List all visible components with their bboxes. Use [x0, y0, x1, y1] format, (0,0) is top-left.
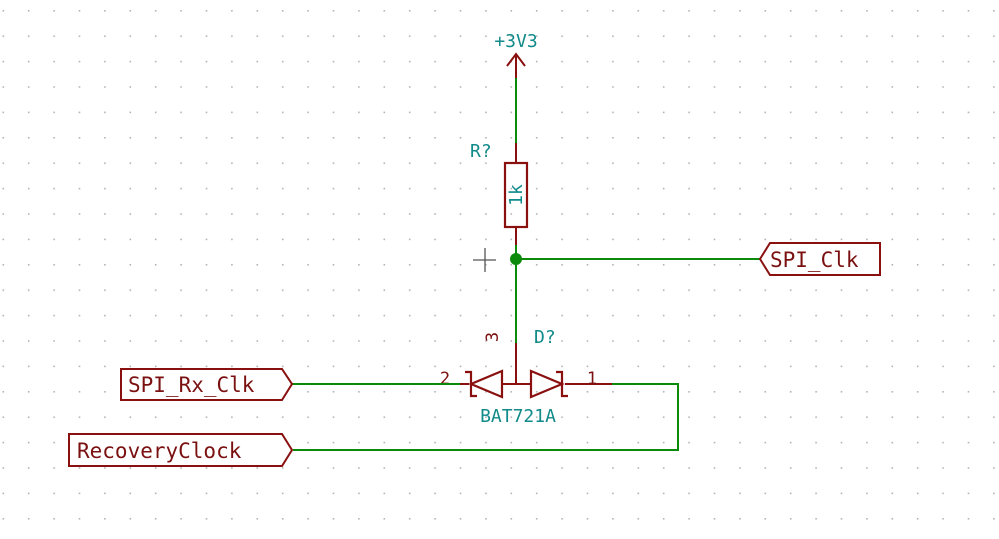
label-spi-rx-clk-text: SPI_Rx_Clk: [128, 373, 255, 397]
label-spi-rx-clk[interactable]: SPI_Rx_Clk: [120, 368, 294, 401]
diode-right-cathode-bar: [556, 370, 568, 398]
resistor-ref: R?: [470, 141, 492, 162]
resistor-r[interactable]: R? 1k: [470, 141, 529, 245]
label-recovery-clock-text: RecoveryClock: [77, 439, 242, 463]
power-symbol-3v3[interactable]: +3V3: [494, 31, 538, 78]
crosshair-cursor-icon: [473, 248, 496, 272]
diode-d[interactable]: D? BAT721A 2 1 3: [440, 327, 612, 427]
diode-right-triangle-icon: [529, 369, 565, 399]
diode-pin-number-2: 2: [440, 369, 450, 389]
label-recovery-clock[interactable]: RecoveryClock: [68, 433, 294, 467]
label-spi-clk-shape: [758, 242, 881, 276]
label-spi-rx-clk-shape: [120, 368, 294, 401]
wire-diode-recovery-clock[interactable]: [293, 383, 679, 451]
label-spi-clk[interactable]: SPI_Clk: [758, 242, 881, 276]
diode-value: BAT721A: [480, 406, 556, 427]
resistor-value: 1k: [506, 184, 527, 206]
label-recovery-clock-shape: [68, 433, 294, 467]
power-name: +3V3: [494, 31, 537, 52]
diode-pin-number-3: 3: [483, 332, 503, 342]
diode-pin-number-1: 1: [587, 369, 597, 389]
label-spi-clk-text: SPI_Clk: [770, 248, 859, 272]
diode-ref: D?: [534, 327, 556, 348]
